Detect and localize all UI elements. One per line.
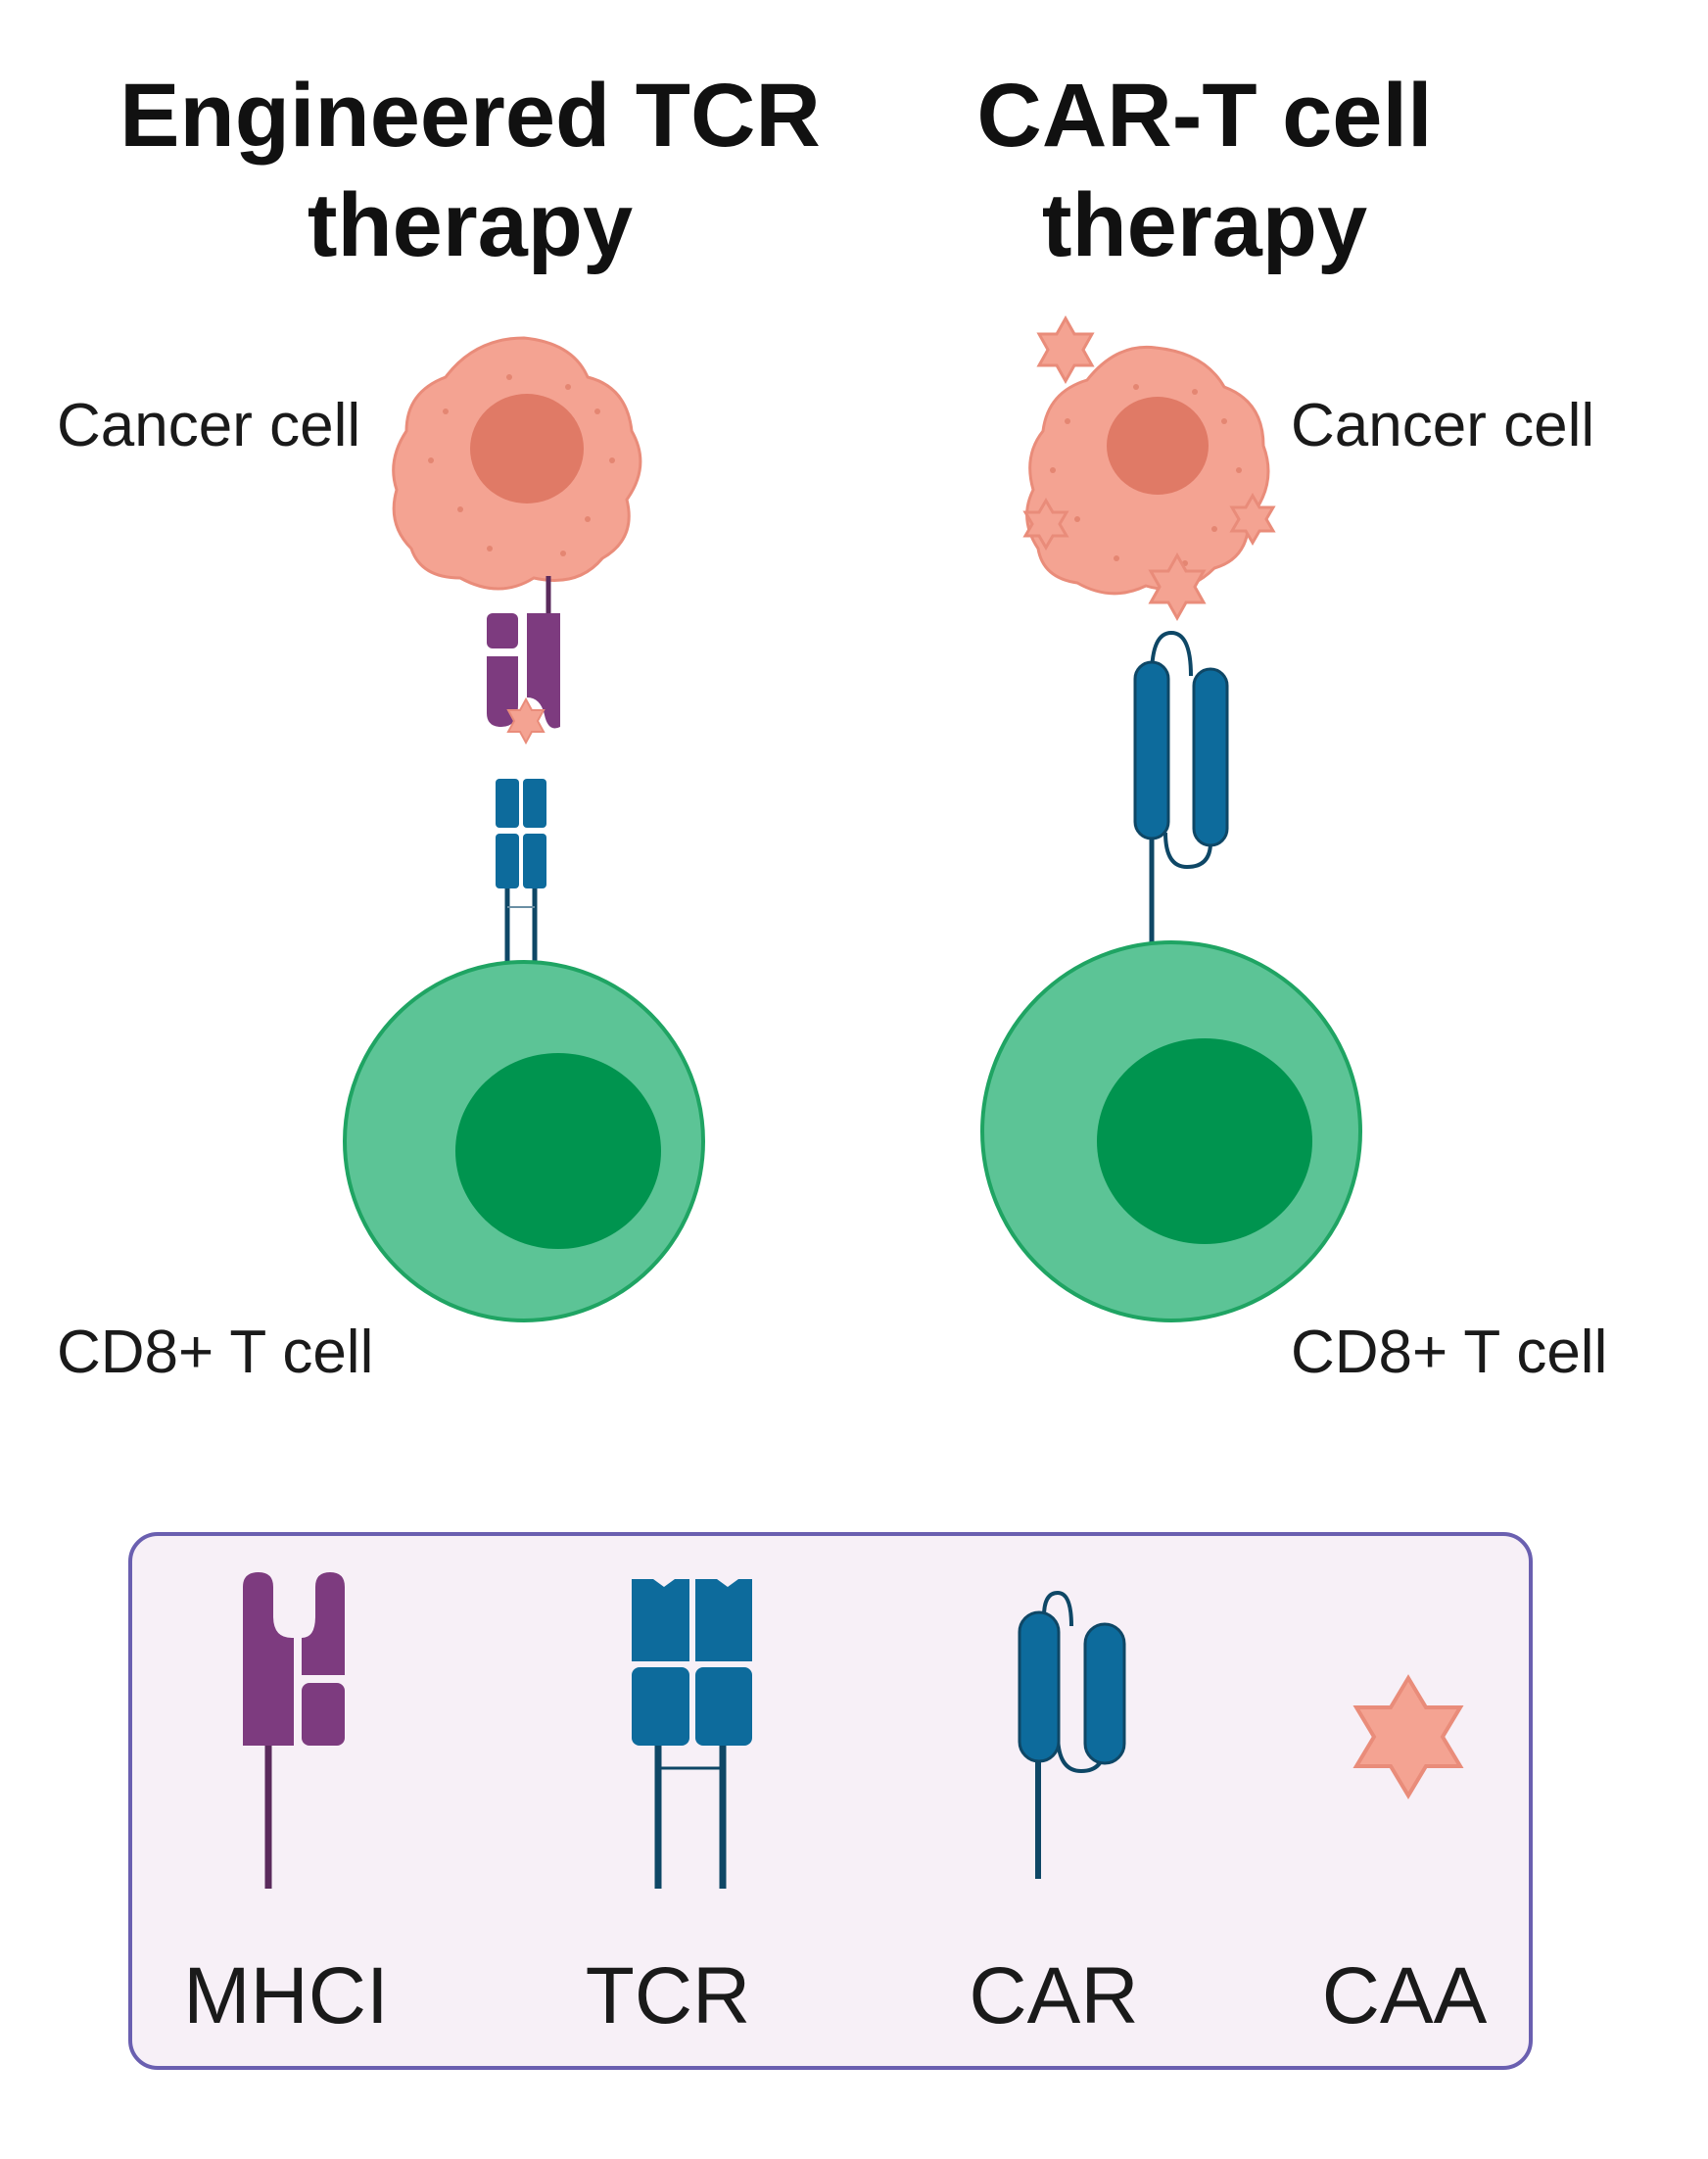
- car-icon: [1018, 1590, 1126, 1879]
- panel-title-right: CAR-T cell therapy: [881, 61, 1528, 280]
- legend-label-mhci: MHCI: [183, 1951, 389, 2040]
- antigen-star-left: [506, 696, 546, 745]
- cancer-cell-label-left: Cancer cell: [57, 392, 361, 459]
- cancer-cell-label-right: Cancer cell: [1291, 392, 1595, 459]
- panel-title-left-line2: therapy: [307, 175, 634, 275]
- cancer-cell-right: [1025, 345, 1270, 596]
- legend-label-car: CAR: [969, 1951, 1139, 2040]
- t-cell-label-right: CD8+ T cell: [1291, 1319, 1608, 1386]
- t-cell-left: [343, 960, 705, 1322]
- caa-star-icon: [1352, 1674, 1464, 1799]
- cancer-cell-left: [392, 336, 642, 591]
- mhci-icon: [243, 1572, 345, 1889]
- legend-box: [128, 1532, 1533, 2070]
- panel-title-left-line1: Engineered TCR: [119, 66, 821, 166]
- car-molecule-right: [1133, 630, 1229, 942]
- t-cell-label-left: CD8+ T cell: [57, 1319, 374, 1386]
- legend-label-caa: CAA: [1321, 1951, 1488, 2040]
- panel-title-left: Engineered TCR therapy: [69, 61, 872, 280]
- panel-title-right-line2: therapy: [1041, 175, 1368, 275]
- panel-title-right-line1: CAR-T cell: [976, 66, 1433, 166]
- legend-label-tcr: TCR: [585, 1951, 751, 2040]
- caa-stars-right: [1022, 314, 1276, 622]
- tcr-icon: [632, 1579, 752, 1889]
- tcr-molecule-left: [496, 779, 546, 994]
- t-cell-right: [980, 940, 1362, 1322]
